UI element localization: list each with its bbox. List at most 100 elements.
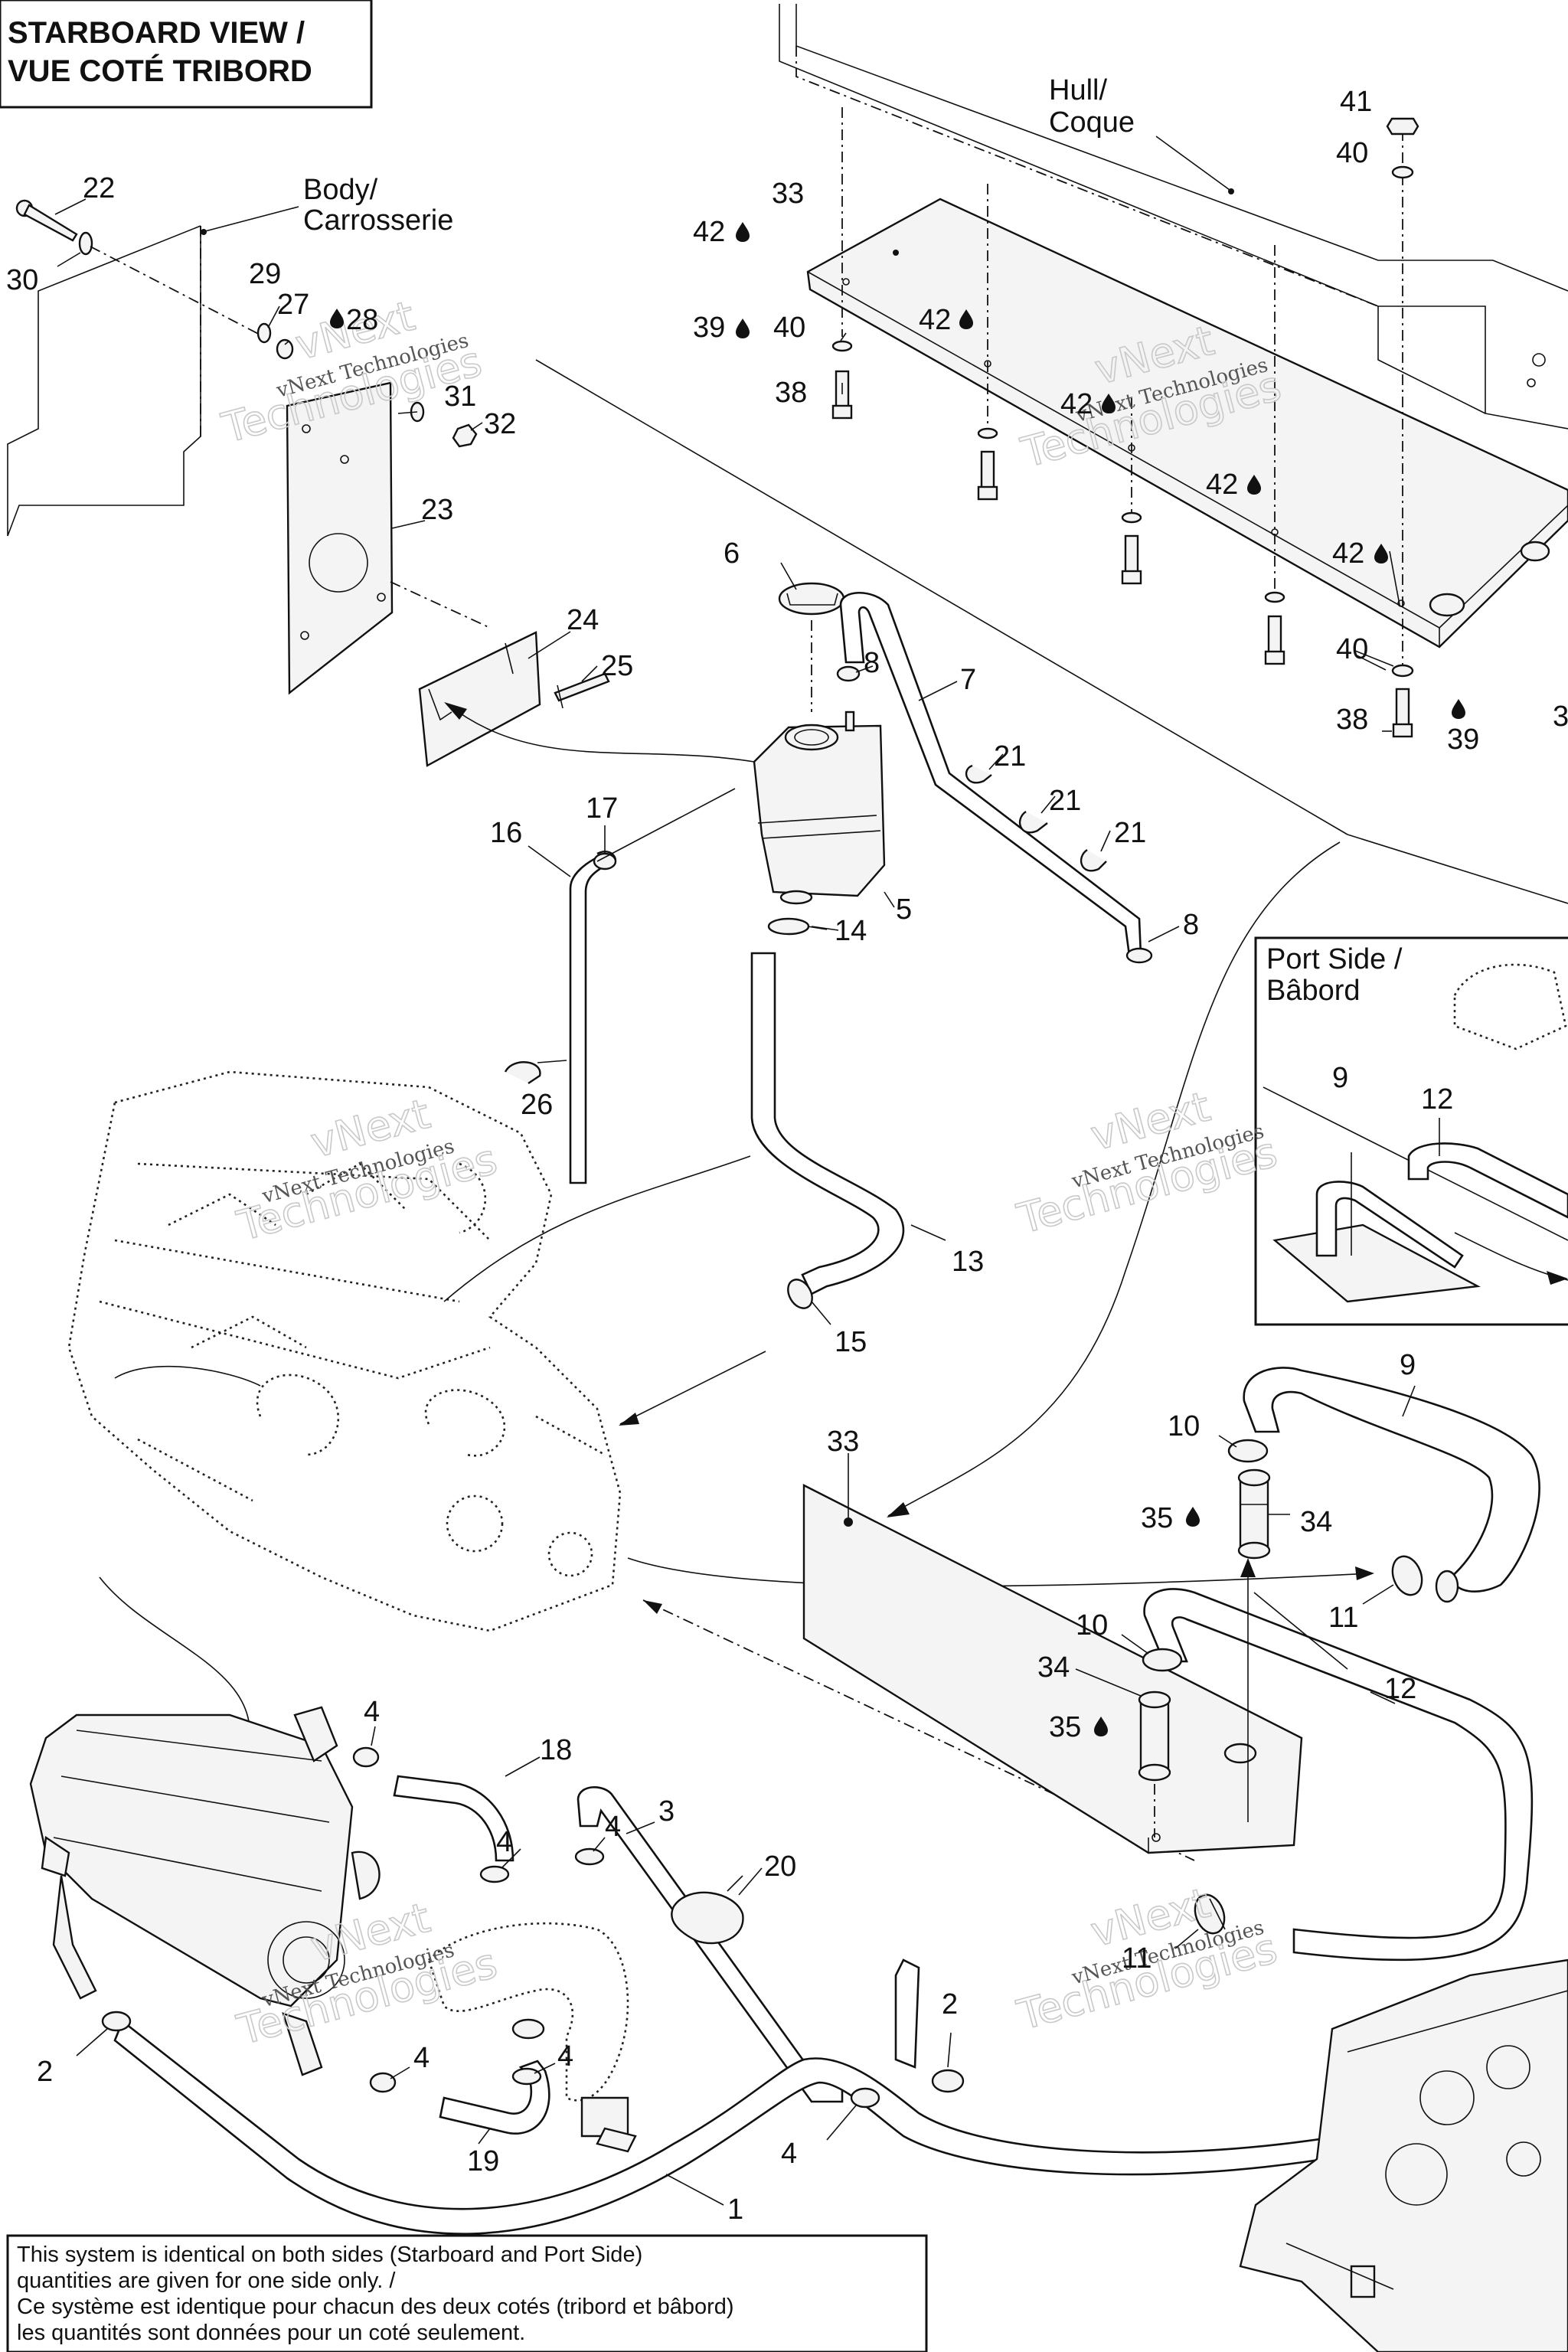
plate-bolts	[831, 107, 1419, 738]
bracket-24	[418, 631, 541, 767]
callout-33-top: 33	[772, 178, 804, 210]
jet-pump	[1239, 1958, 1568, 2352]
clamp-10-a	[1227, 1439, 1269, 1463]
callout-8-top: 8	[864, 647, 880, 679]
callout-4-d: 4	[413, 2042, 430, 2074]
callout-38-left: 38	[775, 377, 807, 409]
footnote-box: This system is identical on both sides (…	[6, 2234, 928, 2352]
fitting-34-a	[1237, 1468, 1271, 1560]
callout-9-inset: 9	[1332, 1062, 1348, 1094]
callout-40-left: 40	[773, 312, 805, 344]
hose-3-right	[894, 1958, 920, 2069]
leader-lines	[54, 198, 1416, 2206]
body-point	[201, 229, 207, 235]
hull-label-2: Coque	[1049, 106, 1135, 139]
clamps-21	[965, 764, 1107, 872]
clamp-11-a	[1391, 1555, 1423, 1596]
bolt-column-5	[1386, 117, 1419, 738]
hose-13	[750, 952, 905, 1295]
mounting-plate	[286, 381, 491, 695]
clamps-4	[352, 1746, 880, 2109]
footnote-line-2: quantities are given for one side only. …	[17, 2269, 396, 2293]
callout-7: 7	[960, 664, 976, 696]
callout-11-b: 11	[1122, 1942, 1152, 1975]
bolt-column-4	[1264, 245, 1285, 665]
clamp-8-top	[836, 665, 861, 682]
radiator-cap	[778, 582, 845, 616]
exhaust-pipe	[427, 1922, 637, 2153]
callout-16: 16	[490, 817, 522, 849]
callout-21-c: 21	[1114, 817, 1146, 849]
clamp-15	[787, 1279, 813, 1309]
lower-plate	[802, 1484, 1303, 1854]
title-line-2: VUE COTÉ TRIBORD	[8, 54, 312, 88]
heat-exchanger	[29, 1713, 381, 2007]
callout-28: 28	[346, 304, 378, 336]
callout-35-a: 35	[1141, 1502, 1173, 1534]
callout-42-d: 42	[1206, 469, 1238, 501]
sealant-drop-icon	[1452, 699, 1465, 719]
fitting-34-b	[1138, 1690, 1171, 1838]
callout-22: 22	[83, 172, 115, 204]
callout-25: 25	[601, 650, 633, 682]
footnote-line-3: Ce système est identique pour chacun des…	[17, 2295, 734, 2319]
hose-3	[577, 1786, 844, 2103]
callout-42-b: 42	[919, 304, 951, 336]
callout-35-b: 35	[1049, 1711, 1081, 1743]
sealant-drop-icon	[1186, 1507, 1200, 1527]
callout-2-left: 2	[37, 2056, 53, 2088]
bolt-38-left	[831, 107, 853, 420]
title-box: STARBOARD VIEW / VUE COTÉ TRIBORD	[0, 0, 373, 109]
callout-13: 13	[952, 1246, 984, 1278]
callout-24: 24	[567, 604, 599, 636]
callout-5: 5	[896, 893, 912, 926]
hull-outline: Hull/ Coque	[535, 4, 1568, 904]
callout-42-a: 42	[693, 216, 725, 248]
callout-32: 32	[484, 408, 516, 440]
callout-39-left: 39	[693, 312, 725, 344]
clamp-11-b	[1194, 1893, 1226, 1935]
callout-26: 26	[521, 1089, 553, 1121]
hose-9	[1243, 1367, 1540, 1603]
callout-21-b: 21	[1049, 785, 1081, 817]
inset-port-side: Port Side / Bâbord	[1254, 936, 1568, 1326]
body-label-1: Body/	[303, 174, 378, 206]
hose-19	[439, 2060, 550, 2135]
title-line-1: STARBOARD VIEW /	[8, 16, 305, 50]
callout-23: 23	[421, 494, 453, 526]
callout-labels: 22 30 29 27 28 31 32 23 24 25 6 8 7 21 2…	[6, 86, 1568, 2226]
hull-label-1: Hull/	[1049, 74, 1107, 106]
callout-30: 30	[6, 264, 38, 296]
callout-15: 15	[835, 1326, 867, 1358]
clamp-2-right	[931, 2069, 965, 2093]
bolt-column-2	[977, 184, 998, 501]
clamp-10-b	[1142, 1648, 1183, 1672]
hose-12	[1143, 1588, 1534, 1962]
callout-4-b: 4	[496, 1826, 512, 1858]
callout-6: 6	[724, 537, 740, 570]
callout-8-lower: 8	[1183, 909, 1199, 941]
callout-20: 20	[764, 1851, 796, 1883]
callout-14: 14	[835, 915, 867, 947]
inset-title-2: Bâbord	[1266, 975, 1361, 1007]
inset-title-1: Port Side /	[1266, 943, 1403, 975]
callout-12-inset: 12	[1421, 1083, 1453, 1116]
callout-34-b: 34	[1037, 1651, 1070, 1684]
support-plate	[806, 198, 1568, 648]
callout-29: 29	[249, 258, 281, 290]
screw-25	[554, 672, 610, 709]
callout-4-c: 4	[605, 1811, 621, 1843]
body-panel: Body/ Carrosserie	[7, 174, 453, 537]
elbow-fittings	[282, 1706, 338, 2076]
callout-39-right: 39	[1447, 724, 1479, 756]
fastener-stack	[256, 322, 478, 448]
callout-31: 31	[444, 381, 476, 413]
sealant-drop-icon	[736, 222, 750, 242]
coolant-reservoir	[753, 710, 886, 905]
callout-27: 27	[277, 289, 309, 321]
clamp-8-lower	[1125, 947, 1153, 964]
callout-21-a: 21	[994, 740, 1026, 773]
callout-2-right: 2	[942, 1988, 958, 2020]
body-label-2: Carrosserie	[303, 204, 453, 237]
